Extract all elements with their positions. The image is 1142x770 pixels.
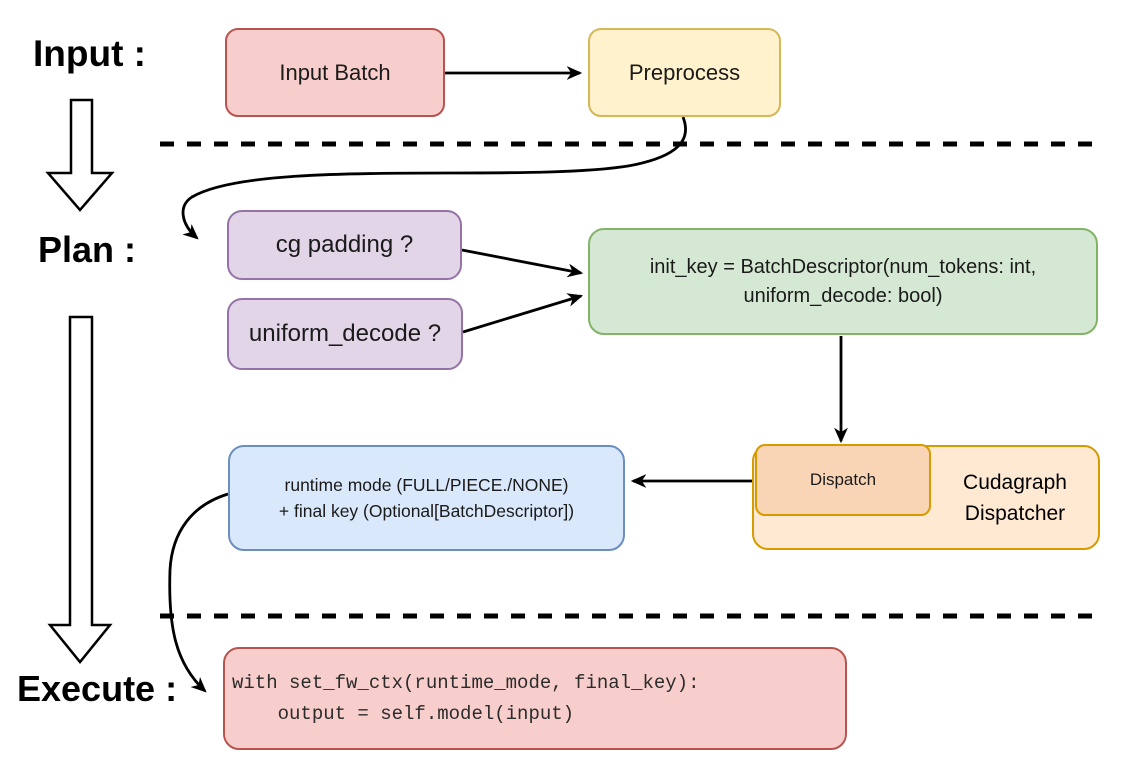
input-batch-node: Input Batch bbox=[225, 28, 445, 117]
runtime-mode-line-1: runtime mode (FULL/PIECE./NONE) bbox=[284, 475, 569, 495]
init-key-line-2: uniform_decode: bool) bbox=[743, 284, 943, 307]
stage-arrow-plan-to-execute bbox=[47, 315, 113, 664]
stage-label-input: Input : bbox=[33, 33, 147, 74]
stage-arrow-input-to-plan bbox=[45, 98, 115, 212]
init-key-line-1: init_key = BatchDescriptor(num_tokens: i… bbox=[649, 255, 1037, 278]
stage-label-plan: Plan : bbox=[38, 229, 137, 270]
preprocess-label: Preprocess bbox=[628, 59, 741, 85]
execute-code-node: with set_fw_ctx(runtime_mode, final_key)… bbox=[223, 647, 847, 750]
cudagraph-dispatcher-line-2: Dispatcher bbox=[964, 502, 1066, 525]
preprocess-node: Preprocess bbox=[588, 28, 781, 117]
stage-label-execute: Execute : bbox=[17, 668, 178, 709]
uniform-decode-node: uniform_decode ? bbox=[227, 298, 463, 370]
cudagraph-dispatcher-label: Cudagraph Dispatcher bbox=[935, 467, 1095, 529]
uniform-decode-label: uniform_decode ? bbox=[248, 320, 442, 347]
connector-preprocess-to-cgpadding bbox=[181, 116, 687, 238]
runtime-mode-line-2: + final key (Optional[BatchDescriptor]) bbox=[278, 501, 575, 521]
runtime-mode-node: runtime mode (FULL/PIECE./NONE) + final … bbox=[228, 445, 625, 551]
init-key-node: init_key = BatchDescriptor(num_tokens: i… bbox=[588, 228, 1098, 335]
execute-code-line-2: output = self.model(input) bbox=[232, 702, 575, 725]
cudagraph-dispatcher-line-1: Cudagraph bbox=[963, 471, 1067, 494]
dispatch-label: Dispatch bbox=[809, 470, 877, 489]
cg-padding-node: cg padding ? bbox=[227, 210, 462, 280]
connector-uniformdecode-to-initkey bbox=[462, 296, 581, 334]
cg-padding-label: cg padding ? bbox=[275, 231, 414, 258]
connector-runtimemode-to-executecode bbox=[168, 492, 229, 691]
connector-cgpadding-to-initkey bbox=[461, 248, 581, 273]
execute-code-line-1: with set_fw_ctx(runtime_mode, final_key)… bbox=[232, 671, 700, 694]
dispatch-node: Dispatch bbox=[755, 444, 931, 516]
input-batch-label: Input Batch bbox=[279, 59, 391, 85]
